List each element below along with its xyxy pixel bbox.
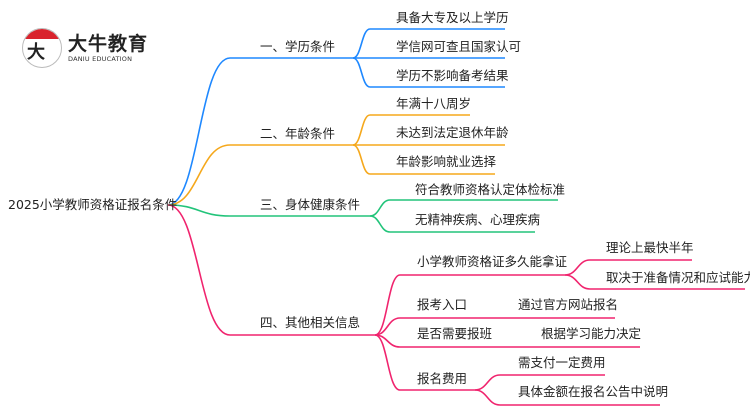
connector-leaf	[352, 28, 505, 59]
sub-branch: 报名费用	[417, 371, 468, 386]
leaf: 学历不影响备考结果	[396, 68, 509, 83]
connector-education	[167, 57, 353, 206]
logo-glyph: 大牛	[27, 42, 45, 63]
connector-sub	[374, 334, 640, 348]
connector-leaf	[564, 274, 745, 290]
leaf: 符合教师资格认定体检标准	[415, 182, 566, 197]
leaf: 具体金额在报名公告中说明	[518, 384, 669, 399]
leaf: 理论上最快半年	[606, 240, 694, 255]
logo: 大牛 大牛教育 DANIU EDUCATION	[22, 28, 148, 68]
leaf: 年满十八周岁	[396, 96, 472, 111]
connector-sub	[374, 317, 615, 336]
connector-leaf	[369, 215, 535, 233]
leaf: 取决于准备情况和应试能力	[606, 270, 750, 285]
connector-leaf	[352, 144, 495, 175]
leaf: 根据学习能力决定	[541, 326, 642, 341]
connector-leaf	[352, 114, 470, 146]
branch-health: 三、身体健康条件	[260, 197, 361, 212]
sub-branch: 是否需要报班	[417, 326, 493, 341]
connector-age	[167, 144, 353, 206]
connector-leaf	[352, 57, 505, 88]
leaf: 需支付一定费用	[518, 355, 606, 370]
connector-leaf	[474, 374, 605, 391]
root-node: 2025小学教师资格证报名条件	[8, 197, 178, 212]
connector-leaf	[474, 389, 660, 406]
leaf: 具备大专及以上学历	[396, 10, 509, 25]
branch-other: 四、其他相关信息	[260, 315, 361, 330]
logo-name-cn: 大牛教育	[68, 33, 149, 55]
sub-branch: 小学教师资格证多久能拿证	[417, 254, 568, 269]
leaf: 未达到法定退休年龄	[396, 125, 509, 140]
connector-leaf	[564, 259, 692, 276]
leaf: 学信网可查且国家认可	[396, 39, 522, 54]
connector-sub	[374, 334, 475, 391]
logo-name-en: DANIU EDUCATION	[68, 55, 133, 63]
logo-mark: 大牛	[22, 28, 62, 68]
branch-age: 二、年龄条件	[260, 126, 336, 141]
branch-education: 一、学历条件	[260, 39, 336, 54]
sub-branch: 报考入口	[417, 297, 468, 312]
connector-leaf	[369, 199, 558, 217]
leaf: 无精神疾病、心理疾病	[415, 212, 541, 227]
leaf: 年龄影响就业选择	[396, 154, 497, 169]
leaf: 通过官方网站报名	[518, 297, 619, 312]
connector-health	[167, 204, 370, 217]
connector-other	[167, 204, 375, 336]
connector-sub	[374, 274, 565, 336]
